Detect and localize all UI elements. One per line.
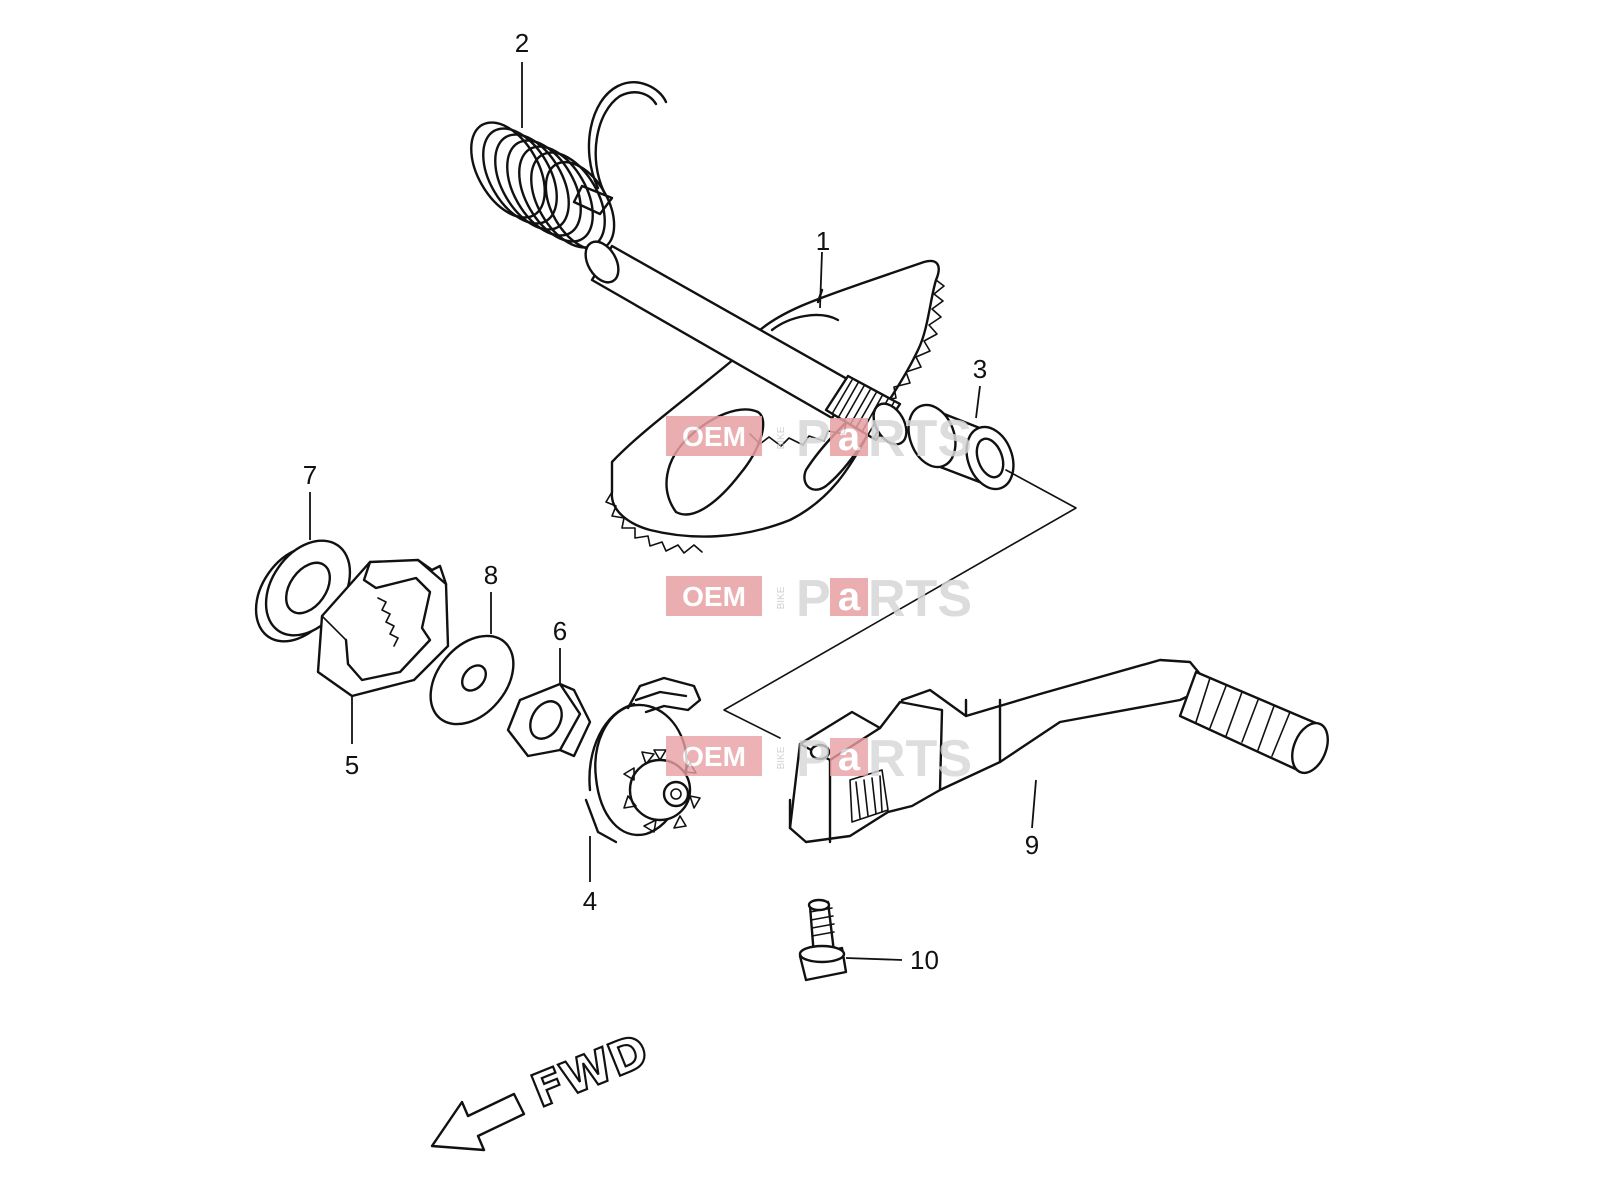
- watermark-2: OEM BIKE P a RTS: [666, 570, 972, 628]
- svg-text:OEM: OEM: [682, 741, 746, 772]
- collar-part[interactable]: [506, 682, 592, 758]
- assembly-guide-line: [723, 469, 1077, 739]
- svg-text:RTS: RTS: [868, 570, 972, 628]
- svg-text:BIKE: BIKE: [776, 426, 787, 449]
- svg-text:OEM: OEM: [682, 421, 746, 452]
- svg-text:OEM: OEM: [682, 581, 746, 612]
- svg-text:P: P: [796, 570, 831, 628]
- shaft-splines: [824, 374, 908, 446]
- fwd-direction-indicator: FWD: [430, 1022, 657, 1152]
- callout-9[interactable]: 9: [1025, 830, 1039, 860]
- callout-6[interactable]: 6: [553, 616, 567, 646]
- callout-3[interactable]: 3: [973, 354, 987, 384]
- svg-text:a: a: [838, 415, 861, 459]
- bushing-part[interactable]: [900, 398, 1021, 495]
- svg-text:a: a: [838, 575, 861, 619]
- leader-lines: [309, 62, 1037, 961]
- svg-text:P: P: [796, 410, 831, 468]
- watermark-1: OEM BIKE P a RTS: [666, 410, 972, 468]
- washer-part[interactable]: [414, 620, 530, 740]
- svg-text:P: P: [796, 730, 831, 788]
- callout-8[interactable]: 8: [484, 560, 498, 590]
- svg-text:RTS: RTS: [868, 730, 972, 788]
- callout-7[interactable]: 7: [303, 460, 317, 490]
- callout-labels: 2 1 3 7 8 6 5 4 9 10: [303, 28, 1039, 975]
- callout-10[interactable]: 10: [910, 945, 939, 975]
- callout-1[interactable]: 1: [816, 226, 830, 256]
- svg-text:a: a: [838, 735, 861, 779]
- svg-text:BIKE: BIKE: [776, 746, 787, 769]
- svg-text:BIKE: BIKE: [776, 586, 787, 609]
- spring-guide-part[interactable]: [316, 558, 450, 698]
- callout-5[interactable]: 5: [345, 750, 359, 780]
- bolt-part[interactable]: [798, 898, 848, 982]
- watermark-3: OEM BIKE P a RTS: [666, 730, 972, 788]
- kick-starter-shaft-part[interactable]: [579, 236, 945, 554]
- callout-4[interactable]: 4: [583, 886, 597, 916]
- fwd-label: FWD: [524, 1023, 656, 1118]
- fwd-arrow-icon: [430, 1092, 526, 1152]
- return-spring-part[interactable]: [456, 81, 668, 261]
- callout-2[interactable]: 2: [515, 28, 529, 58]
- svg-text:RTS: RTS: [868, 410, 972, 468]
